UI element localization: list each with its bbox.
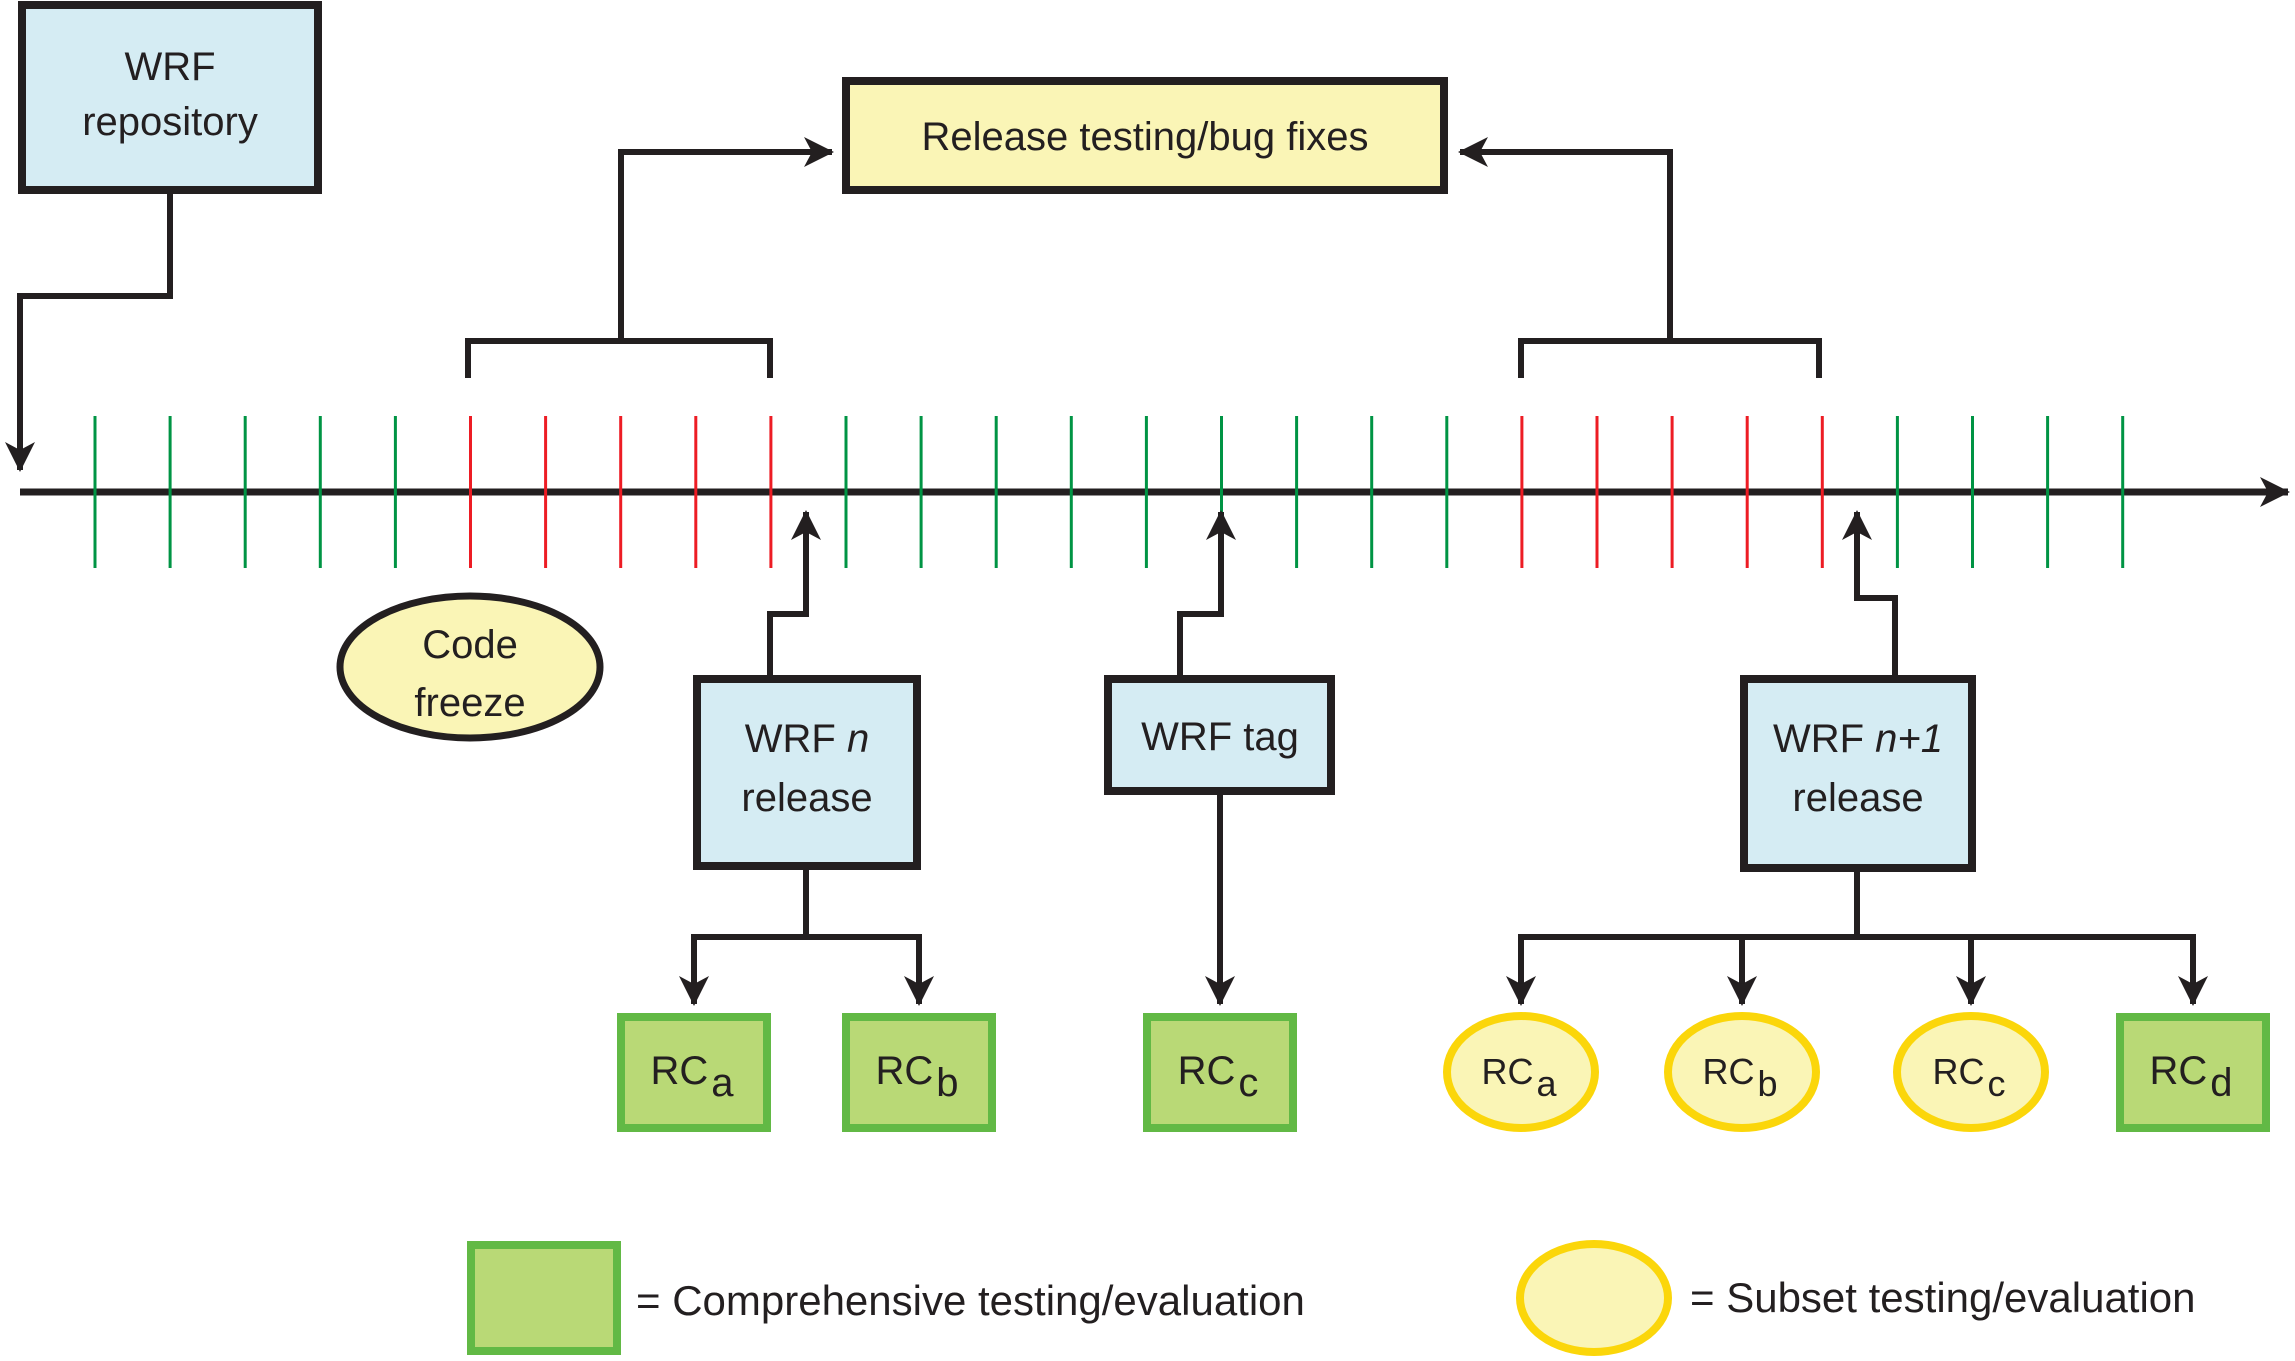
rc-b-comprehensive-node: RCb [842,1013,996,1132]
rc-a-comprehensive-node: RCa [617,1013,771,1132]
code-freeze-line1: Code [422,623,518,667]
rc-shape [1143,1013,1297,1132]
release-testing-label: Release testing/bug fixes [922,115,1369,159]
rc-b-subset-node: RCb [1664,1012,1820,1132]
release-n-rc-connector [694,866,919,940]
code-freeze-ellipse: Code freeze [336,592,604,742]
wrf-n-release-box: WRF n release [693,675,921,870]
rc-shape [1443,1012,1599,1132]
code-freeze-line2: freeze [414,681,525,725]
wrf-n-release-line2: release [741,776,872,820]
rc-label: RCb [875,1049,958,1105]
rc-shape [2116,1013,2270,1132]
wrf-n1-release-box: WRF n+1 release [1740,675,1976,872]
tag-to-timeline-arrow [1177,510,1236,678]
legend: = Comprehensive testing/evaluation = Sub… [467,1240,2196,1356]
rc-d-comprehensive-node: RCd [2116,1013,2270,1132]
release-testing-box: Release testing/bug fixes [842,77,1448,194]
bracket-left [465,152,832,378]
rc-shape [1893,1012,2049,1132]
release-n1-rc-connector [1521,868,2193,940]
bracket-right [1460,152,1822,378]
release-n-to-timeline-arrow [767,510,821,678]
wrf-repository-line1: WRF [124,45,215,89]
release-n1-to-timeline-arrow [1842,510,1898,678]
rc-shape [1664,1012,1820,1132]
rc-label: RCc [1178,1049,1259,1105]
rc-shape [617,1013,771,1132]
rc-shape [842,1013,996,1132]
rc-label: RCc [1933,1051,2006,1104]
rc-c-comprehensive-node: RCc [1143,1013,1297,1132]
wrf-n-release-line1: WRF n [745,717,869,761]
rc-label: RCa [1481,1051,1557,1104]
legend-comprehensive-swatch [467,1241,621,1355]
repository-to-timeline-arrow [5,190,173,472]
rc-label: RCa [650,1049,734,1105]
wrf-repository-box: WRF repository [18,1,322,194]
rc-label: RCb [1702,1051,1777,1104]
legend-comprehensive-label: = Comprehensive testing/evaluation [636,1277,1305,1324]
legend-subset-label: = Subset testing/evaluation [1690,1274,2196,1321]
wrf-tag-label: WRF tag [1141,715,1299,759]
legend-subset-swatch [1516,1240,1672,1356]
rc-c-subset-node: RCc [1893,1012,2049,1132]
wrf-n1-release-line2: release [1792,776,1923,820]
wrf-n1-release-line1: WRF n+1 [1773,717,1943,761]
rc-label: RCd [2149,1049,2232,1105]
rc-a-subset-node: RCa [1443,1012,1599,1132]
release-candidates: RCa RCb RCc RCa RCb RCc RCd [617,1012,2270,1132]
wrf-tag-box: WRF tag [1104,675,1335,795]
timeline-ticks [93,416,2125,568]
wrf-repository-line2: repository [82,100,258,144]
